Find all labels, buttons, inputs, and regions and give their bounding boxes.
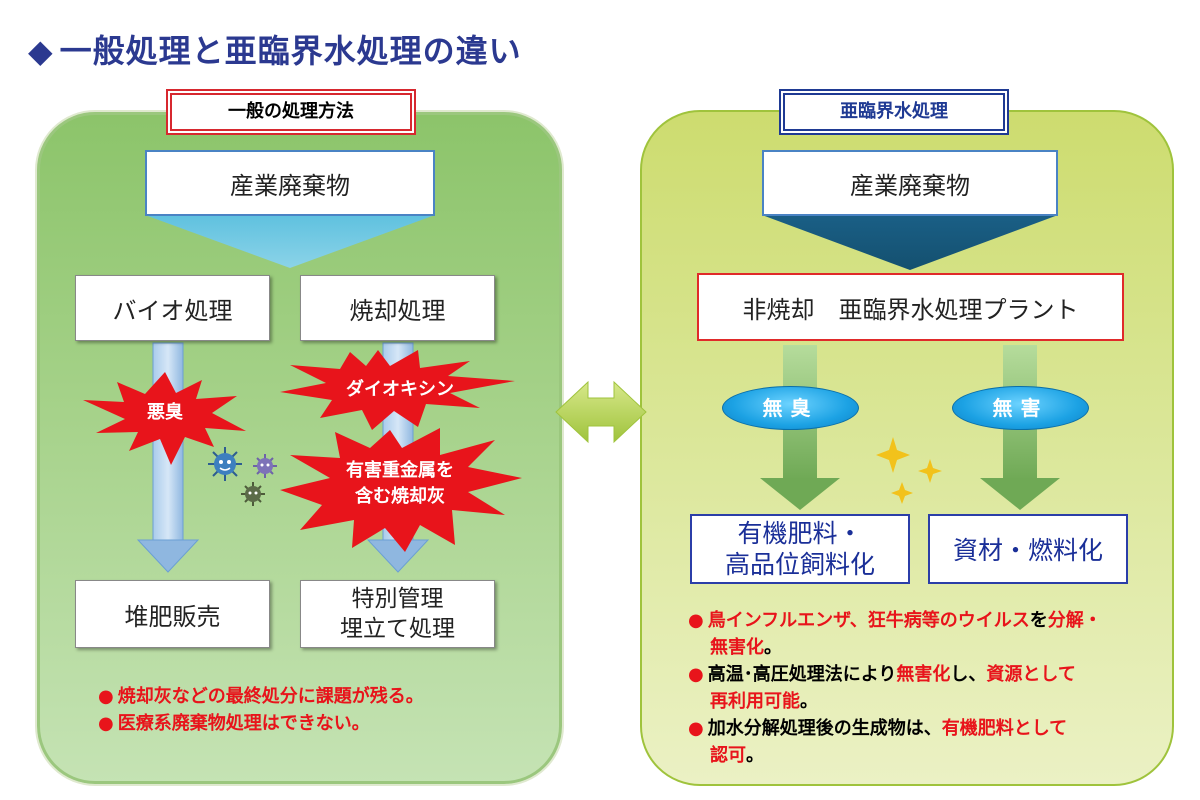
incineration-box: 焼却処理 [300,275,495,341]
compost-sales-box: 堆肥販売 [75,580,270,648]
right-panel-tag: 亜臨界水処理 [783,93,1005,131]
right-note-1-cont: 無害化。 [710,637,782,658]
materials-fuel-box: 資材・燃料化 [928,514,1128,584]
page-title: ◆一般処理と亜臨界水処理の違い [28,26,522,72]
left-industrial-waste-box: 産業廃棄物 [145,150,435,216]
germ-icon-small-purple [253,454,277,478]
left-note-1: ●焼却灰などの最終処分に課題が残る。 [98,686,424,707]
bullet-icon: ● [98,713,114,734]
heavy-metal-line2: 含む焼却灰 [355,486,445,507]
burst-dioxin [280,350,515,430]
bullet-icon: ● [98,686,114,707]
right-note-1: ●鳥インフルエンザ、狂牛病等のウイルスを分解・ [688,610,1102,631]
dioxin-label: ダイオキシン [346,379,454,400]
left-panel-tag: 一般の処理方法 [170,93,412,131]
fertilizer-line1: 有機肥料・ [737,519,863,548]
right-note-2: ●高温･高圧処理法により無害化し、資源として [688,664,1076,685]
germ-icon-small-olive [241,482,265,506]
left-note-2: ●医療系廃棄物処理はできない。 [98,713,370,734]
right-funnel-triangle [762,215,1058,270]
landfill-line2: 埋立て処理 [340,616,455,642]
fertilizer-feed-box: 有機肥料・ 高品位飼料化 [690,514,910,584]
harmless-ellipse: 無害 [952,386,1089,430]
bullet-icon: ● [688,610,704,631]
bad-smell-label: 悪臭 [147,402,183,423]
title-diamond-icon: ◆ [28,32,54,70]
burst-heavy-metal [280,428,522,552]
special-landfill-box: 特別管理 埋立て処理 [300,580,495,648]
odorless-ellipse: 無臭 [722,386,859,430]
landfill-line1: 特別管理 [351,586,444,612]
fertilizer-line2: 高品位飼料化 [724,550,875,579]
right-note-3: ●加水分解処理後の生成物は、有機肥料として [688,718,1068,739]
bullet-icon: ● [688,718,704,739]
left-funnel-triangle [145,215,435,268]
subcritical-plant-box: 非焼却 亜臨界水処理プラント [697,273,1124,341]
germ-icon [208,447,242,481]
double-arrow-icon [555,380,647,444]
left-notes: ●焼却灰などの最終処分に課題が残る。 ●医療系廃棄物処理はできない。 [98,683,528,737]
bio-treatment-box: バイオ処理 [75,275,270,341]
right-notes: ●鳥インフルエンザ、狂牛病等のウイルスを分解・ 無害化。 ●高温･高圧処理法によ… [688,607,1158,769]
sparkle-icon [876,437,942,504]
heavy-metal-line1: 有害重金属を [346,460,454,481]
right-industrial-waste-box: 産業廃棄物 [762,150,1058,216]
heavy-metal-label: 有害重金属を 含む焼却灰 [330,458,470,510]
title-text: 一般処理と亜臨界水処理の違い [59,32,522,70]
bullet-icon: ● [688,664,704,685]
right-note-3-cont: 認可。 [710,745,764,766]
right-note-2-cont: 再利用可能。 [710,691,818,712]
burst-bad-smell [83,372,246,465]
